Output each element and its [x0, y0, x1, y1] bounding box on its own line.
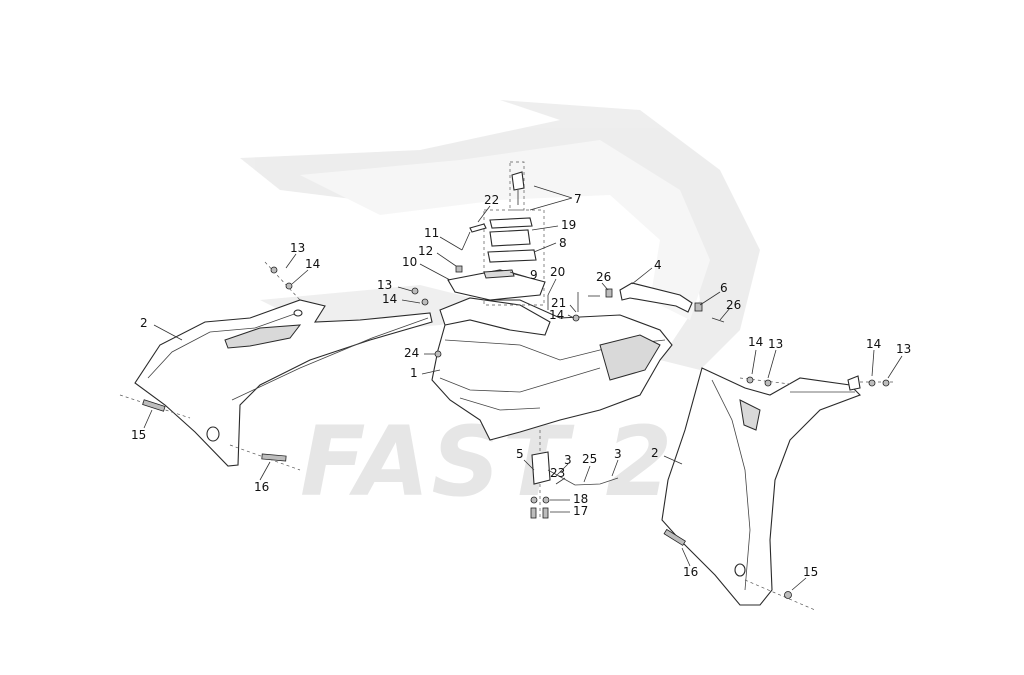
leader-lines [143, 185, 903, 591]
callout-24: 24 [404, 346, 419, 360]
callout-11: 11 [424, 226, 439, 240]
callout-13-mid: 13 [377, 278, 392, 292]
callout-2-left: 2 [140, 316, 148, 330]
callout-13-right-b: 13 [896, 342, 911, 356]
callout-labels: 7 22 19 8 11 12 10 9 20 13 14 13 14 2 24… [131, 192, 911, 579]
left-side-panel [134, 299, 433, 467]
callout-14-mid: 14 [382, 292, 397, 306]
pins-and-screws [119, 261, 895, 611]
callout-14-right-a: 14 [748, 335, 763, 349]
lower-valve-assembly [530, 430, 619, 520]
callout-12: 12 [418, 244, 433, 258]
callout-10: 10 [402, 255, 417, 269]
callout-14-left: 14 [305, 257, 320, 271]
callout-25: 25 [582, 452, 597, 466]
callout-22: 22 [484, 193, 499, 207]
central-tank [431, 297, 673, 441]
callout-14-center: 14 [549, 308, 564, 322]
bracket-part-4 [588, 282, 725, 323]
right-side-panel [661, 367, 861, 606]
callout-3-b: 3 [614, 447, 622, 461]
callout-6: 6 [720, 281, 728, 295]
callout-2-right: 2 [651, 446, 659, 460]
callout-7: 7 [574, 192, 582, 206]
callout-4: 4 [654, 258, 662, 272]
callout-9: 9 [530, 268, 538, 282]
callout-17: 17 [573, 504, 588, 518]
callout-1: 1 [410, 366, 418, 380]
callout-8: 8 [559, 236, 567, 250]
callout-15-right: 15 [803, 565, 818, 579]
callout-21: 21 [551, 296, 566, 310]
callout-13-right-a: 13 [768, 337, 783, 351]
callout-3-a: 3 [564, 453, 572, 467]
callout-23: 23 [550, 466, 565, 480]
callout-16-left: 16 [254, 480, 269, 494]
callout-15-left: 15 [131, 428, 146, 442]
top-assembly [447, 161, 546, 306]
callout-26-left: 26 [596, 270, 611, 284]
callout-16-right: 16 [683, 565, 698, 579]
callout-26-right: 26 [726, 298, 741, 312]
callout-14-right-b: 14 [866, 337, 881, 351]
callout-5: 5 [516, 447, 524, 461]
callout-18: 18 [573, 492, 588, 506]
callout-13-left: 13 [290, 241, 305, 255]
callout-20: 20 [550, 265, 565, 279]
callout-19: 19 [561, 218, 576, 232]
